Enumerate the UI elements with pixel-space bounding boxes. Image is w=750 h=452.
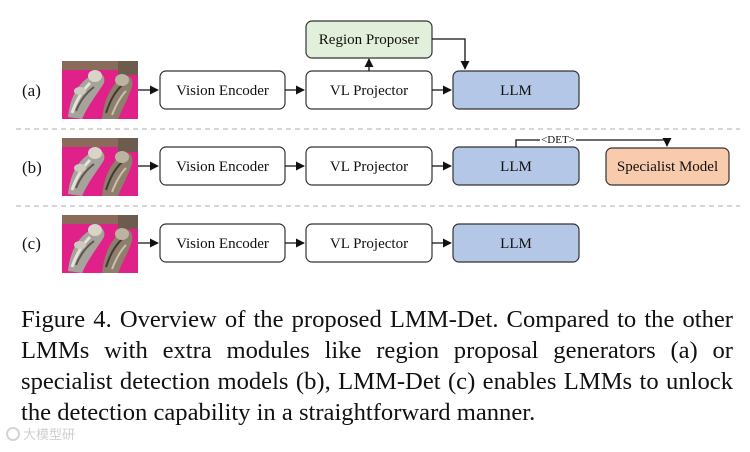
specialist-model-box: Specialist Model [605, 147, 730, 186]
det-token-label: <DET> [541, 134, 575, 146]
llm-label: LLM [500, 83, 532, 99]
method-comparison-diagram: (a) Vision Encoder VL Projector LLM Regi… [16, 20, 740, 275]
row-label-a: (a) [22, 81, 41, 100]
region-proposer-box: Region Proposer [305, 20, 433, 59]
vl-projector-box: VL Projector [305, 223, 433, 263]
input-image-thumbnail [60, 59, 140, 121]
input-image-thumbnail [60, 213, 140, 275]
row-b: (b) Vision Encoder VL Projector LLM <DET… [22, 134, 730, 198]
row-a: (a) Vision Encoder VL Projector LLM Regi… [22, 20, 580, 121]
vision-encoder-label: Vision Encoder [176, 236, 269, 252]
vl-projector-label: VL Projector [330, 159, 408, 175]
watermark-logo-icon [6, 426, 20, 441]
vl-projector-box: VL Projector [305, 70, 433, 110]
vision-encoder-box: Vision Encoder [159, 146, 286, 186]
vision-encoder-box: Vision Encoder [159, 70, 286, 110]
watermark-text: 大模型研 [23, 428, 76, 443]
watermark: 大模型研 [6, 424, 75, 443]
figure-caption: Figure 4. Overview of the proposed LMM-D… [21, 306, 733, 426]
vision-encoder-label: Vision Encoder [176, 159, 269, 175]
arrow-llm-to-specialist [515, 137, 672, 147]
region-proposer-label: Region Proposer [319, 32, 419, 48]
row-label-c: (c) [22, 234, 41, 253]
llm-box: LLM [452, 70, 580, 110]
llm-box: LLM [452, 223, 580, 263]
vl-projector-box: VL Projector [305, 146, 433, 186]
arrow-region-proposer-to-llm [432, 38, 470, 70]
input-image-thumbnail [60, 136, 140, 198]
vision-encoder-label: Vision Encoder [176, 83, 269, 99]
row-c: (c) Vision Encoder VL Projector LLM [22, 213, 580, 275]
det-token-background [540, 134, 576, 146]
llm-box: LLM [452, 146, 580, 186]
vision-encoder-box: Vision Encoder [159, 223, 286, 263]
specialist-model-label: Specialist Model [617, 159, 718, 175]
vl-projector-label: VL Projector [330, 236, 408, 252]
llm-label: LLM [500, 236, 532, 252]
row-label-b: (b) [22, 158, 42, 177]
vl-projector-label: VL Projector [330, 83, 408, 99]
llm-label: LLM [500, 159, 532, 175]
